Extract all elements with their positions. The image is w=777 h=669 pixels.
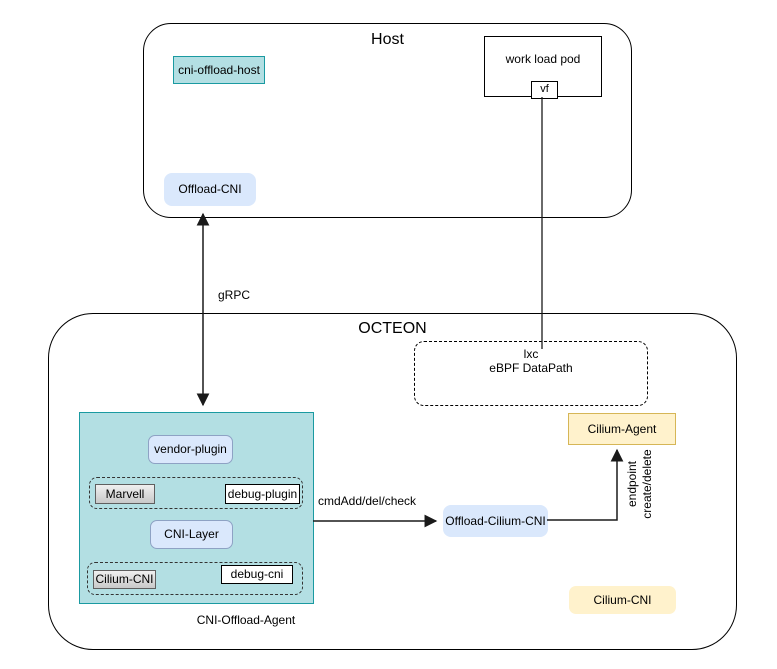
cmd-add-label: cmdAdd/del/check [318,494,417,508]
work-load-pod-label: work load pod [505,52,581,67]
cni-offload-host-node: cni-offload-host [173,56,265,84]
offload-cilium-cni-node: Offload-Cilium-CNI [443,505,548,537]
lxc-datapath-node: lxc eBPF DataPath [414,341,648,406]
lxc-label: lxc [523,347,539,361]
work-load-pod-node: work load pod vf [484,36,602,99]
octeon-title: OCTEON [358,320,427,337]
host-title: Host [371,31,404,48]
vf-node: vf [531,81,558,99]
endpoint-label-line1: endpoint [625,460,639,508]
octeon-container: OCTEON lxc eBPF DataPath vendor-plugin M… [48,313,737,650]
vendor-plugin-node: vendor-plugin [148,435,233,464]
cni-layer-node: CNI-Layer [150,520,233,549]
endpoint-label: endpoint create/delete [624,409,656,559]
grpc-label: gRPC [218,288,251,302]
debug-cni-node: debug-cni [221,565,293,584]
debug-plugin-node: debug-plugin [225,484,300,504]
cilium-agent-node: Cilium-Agent [568,413,676,445]
cni-offload-agent-box: vendor-plugin Marvell debug-plugin CNI-L… [79,412,314,604]
cni-dashed-group: Cilium-CNI debug-cni [87,562,303,595]
offload-cni-node: Offload-CNI [164,173,256,206]
host-container: Host cni-offload-host work load pod vf O… [143,23,632,218]
marvell-node: Marvell [95,484,155,504]
endpoint-label-line2: create/delete [640,449,654,519]
plugin-dashed-group: Marvell debug-plugin [89,477,303,509]
cilium-cni-node: Cilium-CNI [569,586,676,614]
cni-offload-agent-caption: CNI-Offload-Agent [196,613,296,627]
ebpf-datapath-label: eBPF DataPath [489,361,573,376]
cilium-cni-plugin-node: Cilium-CNI [93,570,156,589]
